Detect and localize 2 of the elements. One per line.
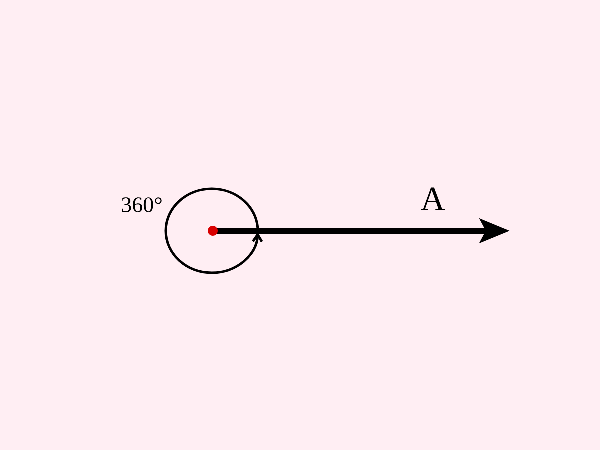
angle-label: 360°: [122, 198, 162, 212]
ray-label: A: [421, 188, 446, 210]
